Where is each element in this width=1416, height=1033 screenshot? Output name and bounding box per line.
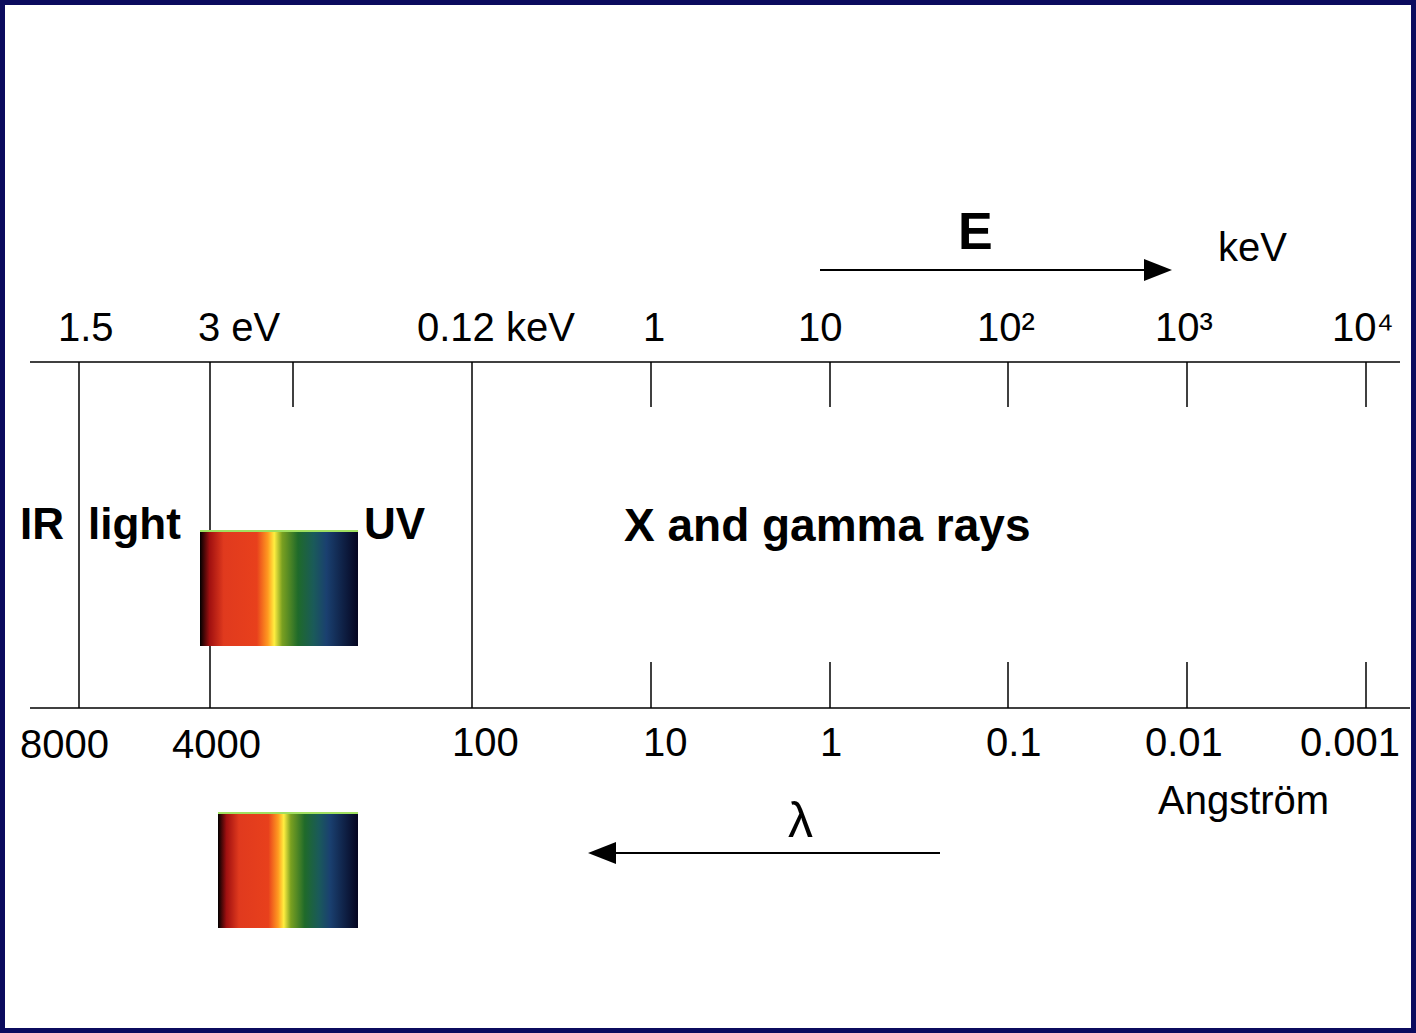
unit-label: Angström: [1156, 778, 1331, 822]
unit-label: keV: [1216, 225, 1289, 269]
direction-arrows: [588, 259, 1172, 864]
energy-tick: 0.12 keV: [415, 305, 577, 349]
region-label: X and gamma rays: [622, 500, 1033, 551]
wavelength-tick: 8000: [18, 722, 111, 766]
region-label: light: [86, 500, 183, 548]
energy-axis-symbol: E: [956, 203, 995, 260]
energy-tick: 10³: [1153, 305, 1215, 349]
region-label: UV: [362, 500, 427, 548]
wavelength-tick: 10: [641, 720, 690, 764]
energy-tick: 10⁴: [1330, 305, 1396, 349]
energy-tick: 1: [641, 305, 667, 349]
wavelength-tick: 4000: [170, 722, 263, 766]
axis-lines: [30, 362, 1410, 708]
wavelength-axis-symbol: λ: [786, 793, 815, 848]
wavelength-tick: 100: [450, 720, 521, 764]
wavelength-tick: 0.1: [984, 720, 1044, 764]
energy-tick: 10²: [975, 305, 1037, 349]
wavelength-tick: 1: [818, 720, 844, 764]
energy-tick: 10: [796, 305, 845, 349]
energy-tick: 3 eV: [196, 305, 282, 349]
energy-tick: 1.5: [56, 305, 116, 349]
wavelength-tick: 0.001: [1298, 720, 1402, 764]
wavelength-tick: 0.01: [1143, 720, 1225, 764]
region-label: IR: [18, 500, 66, 548]
